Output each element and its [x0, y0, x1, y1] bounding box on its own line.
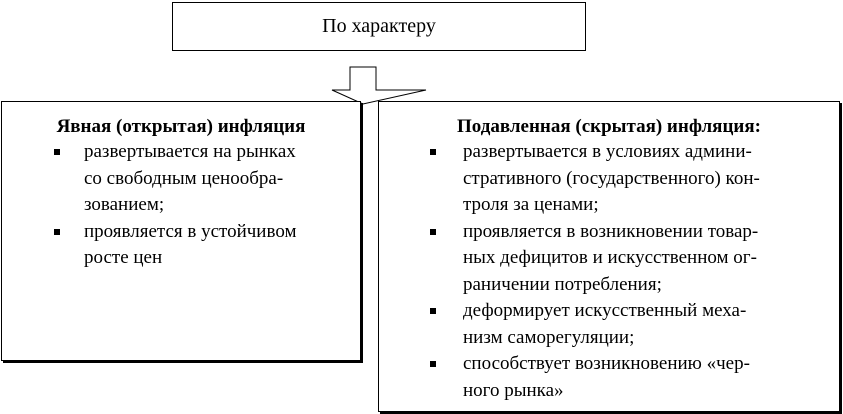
bullet-icon	[430, 308, 436, 314]
list-item: способствует возникновению «чер- ного ры…	[379, 351, 839, 404]
bullet-icon	[430, 361, 436, 367]
bullet-icon	[430, 149, 436, 155]
top-category-title: По характеру	[322, 15, 436, 37]
bullet-icon	[54, 228, 60, 235]
list-item: развертывается в условиях админи- страти…	[379, 139, 839, 219]
top-category-box: По характеру	[172, 2, 586, 51]
list-item: деформирует искусственный меха- низм сам…	[379, 298, 839, 351]
open-inflation-title: Явная (открытая) инфляция	[56, 116, 306, 137]
suppressed-inflation-box: Подавленная (скрытая) инфляция: разверты…	[378, 101, 840, 412]
down-arrow-icon	[331, 66, 427, 105]
open-inflation-list: развертывается на рынках со свободным це…	[2, 139, 360, 272]
list-item: проявляется в устойчивом росте цен	[2, 219, 360, 272]
list-item: развертывается на рынках со свободным це…	[2, 139, 360, 219]
open-inflation-box: Явная (открытая) инфляция развертывается…	[1, 101, 361, 361]
suppressed-inflation-list: развертывается в условиях админи- страти…	[379, 139, 839, 404]
suppressed-inflation-title: Подавленная (скрытая) инфляция:	[457, 116, 761, 137]
bullet-icon	[430, 228, 436, 235]
bullet-icon	[54, 149, 60, 155]
list-item: проявляется в возникновении товар- ных д…	[379, 219, 839, 299]
